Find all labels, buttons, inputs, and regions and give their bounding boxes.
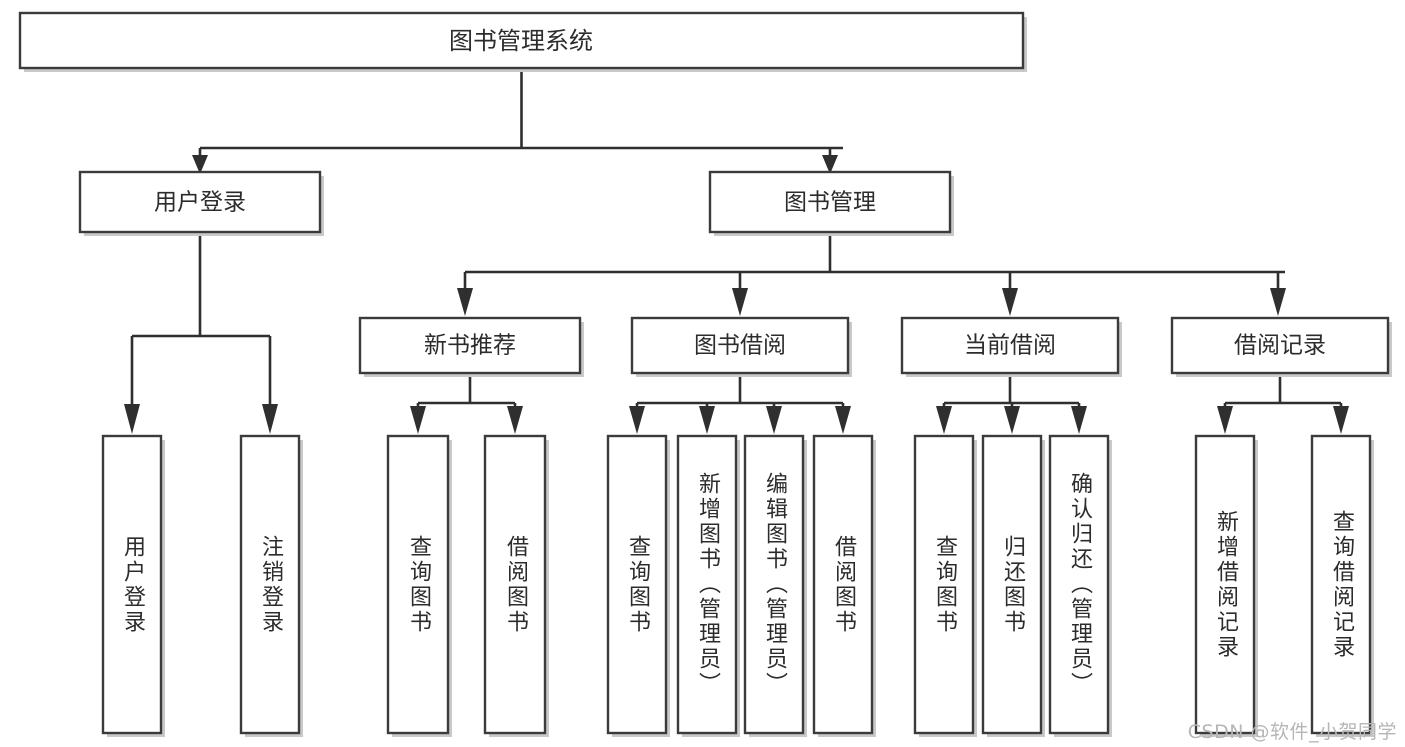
node-leaf-borrow-book-2[interactable] (812, 434, 876, 737)
arrow-to-leaf-user-login (124, 404, 140, 434)
book-manage-box (708, 170, 952, 234)
current-borrow-label: 当前借阅 (964, 333, 1056, 359)
arrow-to-leaf-query-book-1 (410, 406, 426, 434)
node-leaf-borrow-book-1[interactable] (483, 434, 549, 737)
book-borrow-label: 图书借阅 (694, 333, 786, 359)
node-root[interactable]: 图书管理系统 (18, 11, 1027, 72)
node-leaf-query-book-3[interactable] (913, 434, 977, 737)
leaf-borrow-book-2-box (812, 434, 874, 735)
leaf-add-record-box (1194, 434, 1256, 735)
node-current-borrow[interactable]: 当前借阅 (900, 316, 1122, 377)
arrow-to-leaf-query-record (1333, 406, 1349, 434)
borrow-record-box (1170, 316, 1390, 375)
book-manage-label: 图书管理 (784, 190, 876, 216)
leaf-edit-book-box (743, 434, 805, 735)
arrow-to-leaf-borrow-book-1 (507, 406, 523, 434)
root-box (18, 11, 1025, 70)
node-leaf-return-book[interactable] (981, 434, 1045, 737)
leaf-add-book-box (676, 434, 738, 735)
arrow-root-to-user-login (192, 155, 208, 174)
current-borrow-box (900, 316, 1120, 375)
leaf-query-book-3-box (913, 434, 975, 735)
arrow-to-leaf-add-record (1217, 406, 1233, 434)
leaf-return-book-box (981, 434, 1043, 735)
connector-layer (124, 68, 1349, 434)
arrow-to-leaf-edit-book (766, 406, 782, 434)
node-leaf-query-book-1[interactable] (386, 434, 452, 737)
arrow-root-to-book-manage (822, 155, 838, 174)
node-leaf-query-record[interactable] (1310, 434, 1374, 737)
arrow-to-leaf-return-book (1004, 406, 1020, 434)
arrow-to-leaf-logout (262, 404, 278, 434)
leaf-borrow-book-1-box (483, 434, 547, 735)
arrow-to-current-borrow (1002, 288, 1018, 316)
leaf-confirm-return-box (1048, 434, 1110, 735)
arrow-to-borrow-record (1270, 288, 1286, 316)
user-login-box (78, 170, 322, 234)
node-leaf-user-login[interactable] (101, 434, 165, 737)
arrow-to-book-borrow (732, 288, 748, 316)
node-book-borrow[interactable]: 图书借阅 (630, 316, 852, 377)
leaf-query-record-box (1310, 434, 1372, 735)
new-book-rec-label: 新书推荐 (424, 333, 516, 359)
node-leaf-confirm-return[interactable] (1048, 434, 1112, 737)
leaf-box-layer (101, 434, 1374, 737)
node-leaf-add-record[interactable] (1194, 434, 1258, 737)
arrow-to-leaf-add-book (699, 406, 715, 434)
node-leaf-logout[interactable] (239, 434, 303, 737)
arrow-to-leaf-query-book-3 (936, 406, 952, 434)
node-new-book-rec[interactable]: 新书推荐 (358, 316, 584, 377)
node-book-manage[interactable]: 图书管理 (708, 170, 954, 236)
arrow-to-leaf-confirm-return (1071, 406, 1087, 434)
arrow-to-new-book-rec (457, 288, 473, 316)
node-borrow-record[interactable]: 借阅记录 (1170, 316, 1392, 377)
user-login-label: 用户登录 (154, 190, 246, 216)
arrow-to-leaf-query-book-2 (629, 406, 645, 434)
leaf-query-book-2-box (606, 434, 668, 735)
arrow-to-leaf-borrow-book-2 (835, 406, 851, 434)
node-leaf-edit-book[interactable] (743, 434, 807, 737)
book-borrow-box (630, 316, 850, 375)
node-user-login[interactable]: 用户登录 (78, 170, 324, 236)
leaf-query-book-1-box (386, 434, 450, 735)
leaf-logout-box (239, 434, 301, 735)
borrow-record-label: 借阅记录 (1234, 333, 1326, 359)
leaf-user-login-box (101, 434, 163, 735)
csdn-watermark: CSDN @软件_小贺同学 (1187, 721, 1397, 743)
node-leaf-add-book[interactable] (676, 434, 740, 737)
node-leaf-query-book-2[interactable] (606, 434, 670, 737)
new-book-rec-box (358, 316, 582, 375)
root-label: 图书管理系统 (449, 27, 593, 55)
